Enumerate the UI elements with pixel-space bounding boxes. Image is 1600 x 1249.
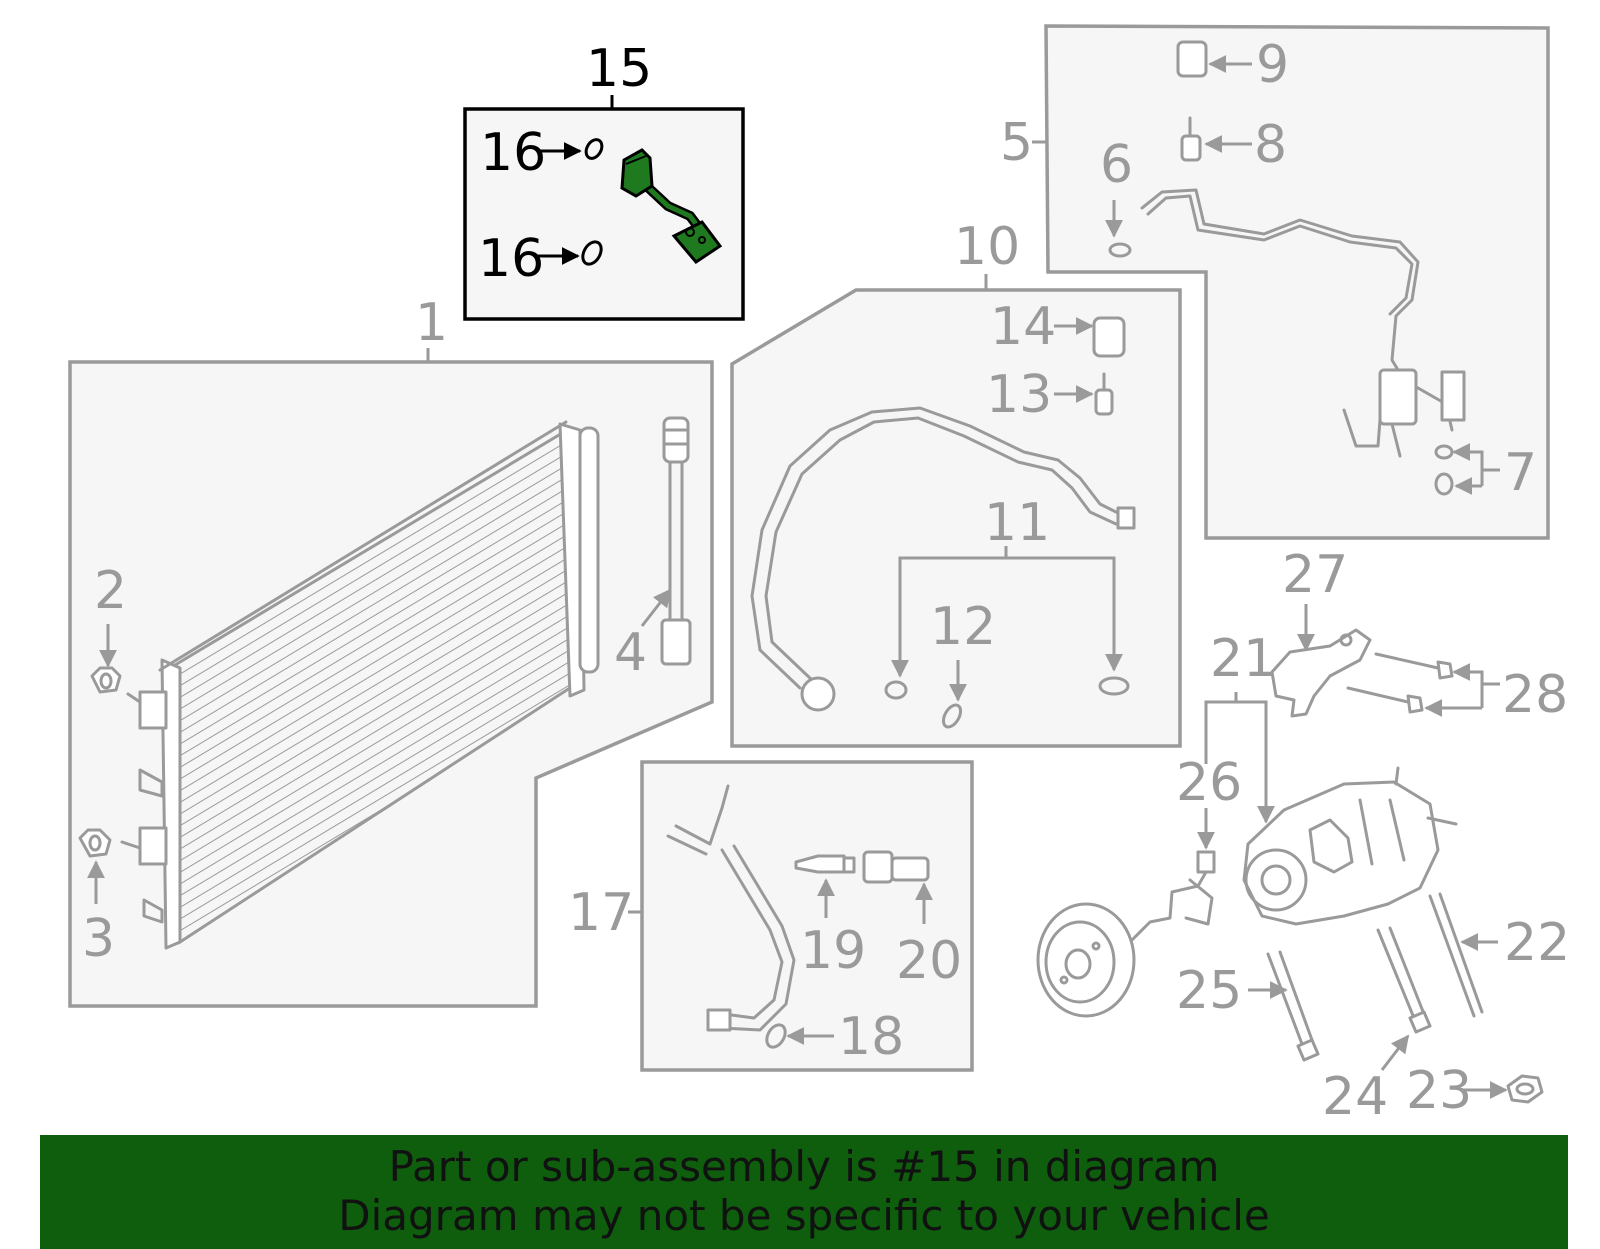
label-10: 10 — [954, 217, 1020, 277]
assembly-15-panel — [463, 107, 745, 321]
ac-line-assembly-15 — [620, 148, 723, 264]
label-7: 7 — [1504, 443, 1537, 503]
label-11: 11 — [984, 493, 1050, 553]
label-16-top: 16 — [480, 123, 546, 183]
part-14-cap — [1092, 316, 1126, 358]
label-20: 20 — [896, 931, 962, 991]
banner-line-2: Diagram may not be specific to your vehi… — [338, 1191, 1270, 1240]
label-24: 24 — [1322, 1067, 1388, 1127]
condenser-group: 1 2 3 — [68, 293, 714, 1008]
liquid-line — [674, 784, 784, 1020]
group-5-panel — [1044, 24, 1550, 540]
discharge-line-group: 10 14 13 11 12 — [730, 217, 1182, 748]
label-1: 1 — [415, 293, 448, 353]
label-13: 13 — [986, 365, 1052, 425]
part-9-cap — [1176, 40, 1208, 78]
part-20-switch: 20 — [862, 850, 962, 991]
part-7-o-ring-b — [1434, 472, 1454, 496]
part-28-bolts: 28 — [1346, 652, 1568, 725]
discharge-line — [750, 406, 1126, 690]
label-16-bottom: 16 — [478, 229, 544, 289]
part-25-bolt: 25 — [1176, 950, 1320, 1062]
part-3-nut: 3 — [78, 828, 115, 969]
highlighted-assembly-15: 15 16 16 — [463, 39, 745, 321]
liquid-line-group: 17 18 19 20 — [568, 760, 974, 1072]
label-5: 5 — [1000, 113, 1033, 173]
part-7-o-ring-a — [1434, 444, 1454, 460]
label-6: 6 — [1100, 135, 1133, 195]
label-25: 25 — [1176, 961, 1242, 1021]
group-17-panel — [640, 760, 974, 1072]
o-ring-16-top — [584, 138, 604, 160]
part-18-o-ring — [765, 1023, 787, 1049]
compressor-group: 27 28 21 — [1036, 545, 1570, 1127]
label-26: 26 — [1176, 753, 1242, 813]
label-28: 28 — [1502, 665, 1568, 725]
part-26-clutch — [1036, 850, 1216, 1018]
label-27: 27 — [1282, 545, 1348, 605]
group-10-panel — [730, 288, 1182, 748]
compressor-body — [1242, 766, 1458, 926]
label-17: 17 — [568, 883, 634, 943]
part-4-drier: 4 — [614, 416, 692, 683]
part-2-nut: 2 — [90, 561, 127, 694]
part-11-o-ring — [1098, 676, 1130, 696]
label-2: 2 — [94, 561, 127, 621]
notice-banner: Part or sub-assembly is #15 in diagram D… — [40, 1135, 1568, 1249]
part-6-o-ring — [1108, 242, 1132, 258]
part-12-o-ring — [941, 703, 963, 729]
part-19-sensor: 19 — [794, 854, 866, 981]
part-8-valve: 8 — [1180, 115, 1287, 175]
label-14: 14 — [990, 297, 1056, 357]
suction-line-group: 5 9 8 6 7 — [1000, 24, 1550, 540]
label-12: 12 — [930, 597, 996, 657]
label-9: 9 — [1256, 35, 1289, 95]
o-ring-16-bottom — [581, 240, 603, 266]
label-21: 21 — [1210, 629, 1276, 689]
label-19: 19 — [800, 921, 866, 981]
part-23-nut: 23 — [1406, 1061, 1544, 1121]
label-3: 3 — [82, 909, 115, 969]
label-18: 18 — [838, 1007, 904, 1067]
part-24-bolt: 24 — [1322, 926, 1432, 1127]
label-23: 23 — [1406, 1061, 1472, 1121]
label-8: 8 — [1254, 115, 1287, 175]
label-15: 15 — [586, 39, 652, 99]
banner-line-1: Part or sub-assembly is #15 in diagram — [388, 1142, 1220, 1191]
part-22-stud: 22 — [1428, 892, 1570, 1018]
condenser-core — [120, 420, 600, 950]
part-13-valve: 13 — [986, 365, 1114, 425]
part-11-clip — [884, 680, 908, 700]
label-4: 4 — [614, 623, 647, 683]
part-27-bracket — [1270, 628, 1372, 718]
label-22: 22 — [1504, 913, 1570, 973]
